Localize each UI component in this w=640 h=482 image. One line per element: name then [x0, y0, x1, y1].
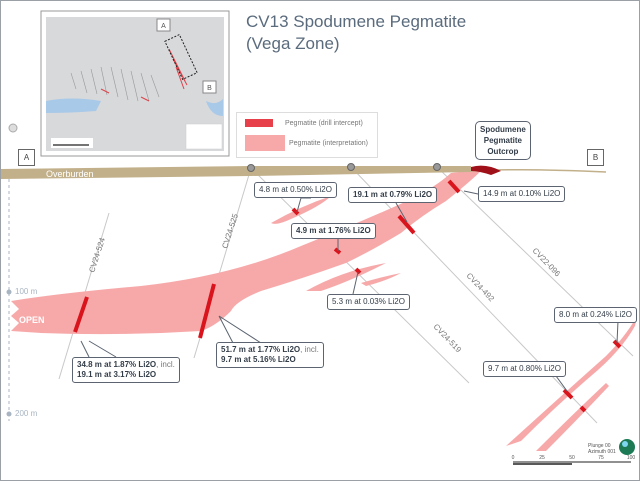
intercept: [73, 296, 89, 333]
outcrop-text: Pegmatite: [483, 136, 522, 145]
plunge-label: Plunge 00: [588, 443, 611, 449]
inset-label-a-text: A: [161, 23, 166, 30]
intercept-callout: 51.7 m at 1.77% Li2O, incl. 9.7 m at 5.1…: [216, 342, 324, 368]
outcrop-callout: Spodumene Pegmatite Outcrop: [475, 121, 531, 160]
intercept-text: , incl.: [156, 360, 175, 369]
pegmatite-interpretation: [11, 169, 637, 451]
inset-label-b: [202, 80, 217, 94]
collar: [247, 164, 255, 172]
callout-leaders: [80, 190, 619, 392]
depth-label-100: 100 m: [15, 287, 38, 296]
intercept-text: 51.7 m at 1.77% Li2O: [221, 345, 301, 354]
legend-label: Pegmatite (drill intercept): [285, 119, 363, 127]
drillhole-cv22-096: [436, 166, 634, 357]
section-end-a: A: [18, 149, 35, 166]
compass-icon: [8, 123, 18, 133]
section-end-b: B: [587, 149, 604, 166]
scale-label: 100: [627, 455, 636, 461]
intercept: [612, 339, 622, 349]
inset-label-a: [156, 18, 171, 32]
inset-map: [40, 10, 230, 157]
intercept: [579, 405, 587, 413]
scale-label: 25: [539, 455, 545, 461]
scale-label: 50: [569, 455, 575, 461]
intercept-callout: 4.8 m at 0.50% Li2O: [254, 182, 337, 198]
intercept: [562, 388, 574, 400]
drillhole-label: CV24-525: [220, 212, 240, 250]
scale-label: 0: [512, 455, 515, 461]
intercept-text: , incl.: [300, 345, 319, 354]
inset-label-b-text: B: [207, 85, 212, 92]
intercept-callout: 4.9 m at 1.76% Li2O: [291, 223, 376, 239]
intercept-callout: 34.8 m at 1.87% Li2O, incl. 19.1 m at 3.…: [72, 357, 180, 383]
intercept-text: 9.7 m at 5.16% Li2O: [221, 355, 296, 364]
drill-collars: [247, 163, 441, 172]
azimuth-label: Azimuth 001: [588, 449, 616, 455]
legend-item-interpretation: Pegmatite (interpretation): [245, 135, 368, 151]
scale-bar: [513, 461, 631, 465]
intercept-callout: 8.0 m at 0.24% Li2O: [554, 307, 637, 323]
legend-swatch-interpretation: [245, 135, 285, 151]
intercept-callout: 9.7 m at 0.80% Li2O: [483, 361, 566, 377]
intercept-text: 19.1 m at 3.17% Li2O: [77, 370, 157, 379]
overburden-label: Overburden: [46, 169, 94, 179]
legend: Pegmatite (drill intercept) Pegmatite (i…: [236, 112, 378, 158]
depth-label-200: 200 m: [15, 409, 38, 418]
outcrop-mark: [471, 165, 501, 175]
outcrop-text: Spodumene: [480, 125, 526, 134]
intercept-text: 34.8 m at 1.87% Li2O: [77, 360, 157, 369]
globe-icon: [619, 439, 635, 455]
intercept-callout: 19.1 m at 0.79% Li2O: [348, 187, 438, 203]
legend-item-intercept: Pegmatite (drill intercept): [245, 119, 363, 127]
title-line-1: CV13 Spodumene Pegmatite: [246, 12, 467, 31]
drill-intercepts: [73, 179, 622, 413]
open-label: OPEN: [19, 315, 45, 325]
outcrop-text: Outcrop: [487, 147, 519, 156]
intercept-callout: 14.9 m at 0.10% Li2O: [478, 186, 566, 202]
drillhole-label: CV24-519: [432, 322, 464, 355]
intercept: [447, 179, 461, 194]
intercept: [354, 267, 362, 275]
collar: [433, 163, 441, 171]
collar: [347, 163, 355, 171]
depth-tick: [6, 289, 12, 295]
title-line-2: (Vega Zone): [246, 34, 340, 53]
intercept: [291, 207, 300, 216]
legend-label: Pegmatite (interpretation): [289, 139, 368, 147]
drillhole-label: CV24-524: [87, 236, 107, 274]
intercept: [198, 283, 216, 339]
intercept-callout: 5.3 m at 0.03% Li2O: [327, 294, 410, 310]
drillhole-label: CV24-492: [465, 271, 497, 304]
scale-label: 75: [598, 455, 604, 461]
depth-tick: [6, 411, 12, 417]
intercept: [397, 214, 416, 235]
legend-swatch-intercept: [245, 119, 273, 127]
globe-highlight: [622, 441, 628, 447]
figure-title: CV13 Spodumene Pegmatite (Vega Zone): [246, 11, 466, 55]
